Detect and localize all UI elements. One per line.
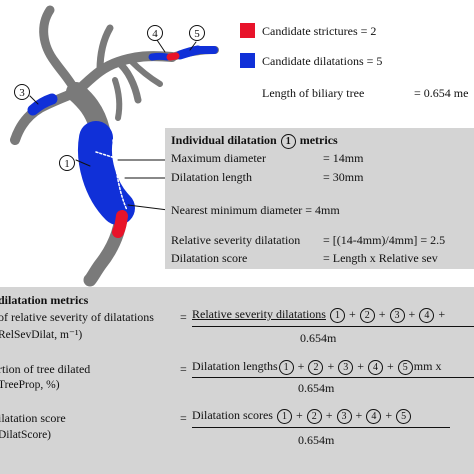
biliary-tree-diagram: 1 3 4 5 <box>10 5 219 287</box>
duct-branch <box>71 51 177 97</box>
treeprop-denominator: 0.654m <box>298 381 335 395</box>
dilatscore-fraction-bar <box>192 427 450 428</box>
strictures-count: Candidate strictures = 2 <box>262 24 377 38</box>
relsev-label-2: RelSevDilat, m⁻¹) <box>0 329 83 341</box>
dilatscore-label-1: ilatation score <box>0 411 66 425</box>
treeprop-fraction-bar <box>192 377 474 378</box>
dilatation-length-value: = 30mm <box>323 170 364 184</box>
tree-length-label: Length of biliary tree <box>262 86 365 100</box>
stricture-segment <box>112 210 128 238</box>
relsev-label-1: of relative severity of dilatations <box>0 310 154 324</box>
dilatscore-denominator: 0.654m <box>298 433 335 447</box>
relative-severity-value: = [(14-4mm)/4mm] = 2.5 <box>323 233 446 247</box>
relative-severity-label: Relative severity dilatation <box>171 233 301 247</box>
duct-branch <box>112 77 123 121</box>
stricture-legend-swatch <box>240 23 255 38</box>
dilatation-legend-swatch <box>240 53 255 68</box>
treeprop-equals: = <box>180 362 187 376</box>
relsev-fraction-bar <box>192 326 474 327</box>
dilatation-segment <box>27 93 58 116</box>
duct-branch <box>96 24 114 74</box>
dilatscore-label-2: DilatScore) <box>0 429 52 441</box>
treeprop-label-2: TreeProp, %) <box>0 379 60 391</box>
dilatation-segment <box>78 121 135 225</box>
dilatscore-numerator: Dilatation scores 1 + 2 + 3 + 4 + 5 <box>192 408 412 424</box>
dilatation-segment <box>175 45 203 60</box>
duct-branch <box>127 57 163 87</box>
relsev-numerator: Relative severity dilatations 1 + 2 + 3 … <box>192 307 446 323</box>
relsev-equals: = <box>180 310 187 324</box>
treeprop-label-1: rtion of tree dilated <box>0 362 91 376</box>
tree-label-5: 5 <box>194 28 200 40</box>
dilatations-count: Candidate dilatations = 5 <box>262 54 383 68</box>
tree-length-value: = 0.654 me <box>414 86 469 100</box>
nearest-min-diameter: Nearest minimum diameter = 4mm <box>171 203 340 217</box>
dilatation-score-label: Dilatation score <box>171 251 248 265</box>
individual-metrics-panel <box>165 128 474 269</box>
individual-metrics-title: Individual dilatation 1 metrics <box>171 133 338 149</box>
tree-label-1: 1 <box>64 158 70 170</box>
dilatation-length-label: Dilatation length <box>171 170 252 184</box>
max-diameter-value: = 14mm <box>323 151 364 165</box>
duct-branch <box>39 5 81 97</box>
tree-label-4: 4 <box>152 28 158 40</box>
relsev-denominator: 0.654m <box>300 331 337 345</box>
dilatscore-equals: = <box>180 411 187 425</box>
dilatation-segment <box>148 52 171 61</box>
max-diameter-label: Maximum diameter <box>171 151 266 165</box>
tree-metrics-title: dilatation metrics <box>0 293 89 307</box>
dilatation-score-value: = Length x Relative sev <box>323 251 438 265</box>
duct-branch <box>114 58 142 104</box>
circled-number: 1 <box>280 133 296 149</box>
tree-label-3: 3 <box>19 87 25 99</box>
stricture-segment <box>166 52 180 61</box>
